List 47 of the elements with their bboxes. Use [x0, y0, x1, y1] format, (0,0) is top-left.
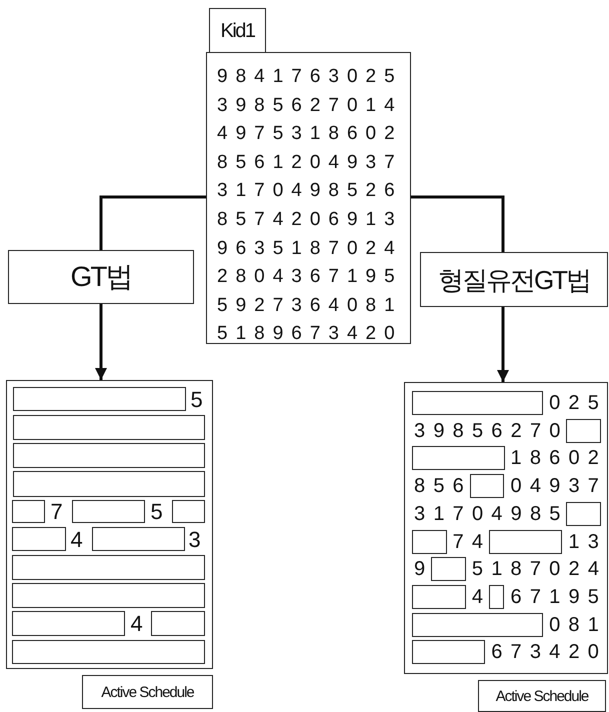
digit-group: 13 — [568, 532, 608, 552]
digit-row: 3170498526 — [217, 181, 403, 200]
digit-group: 18602 — [510, 448, 608, 468]
digit-group: 5187024 — [472, 559, 608, 580]
connector-line — [100, 196, 206, 250]
arrow — [95, 304, 107, 380]
method-label: GT법 — [70, 263, 132, 291]
digit-group: 31704985 — [414, 504, 569, 524]
digit-row: 4975318602 — [217, 124, 403, 144]
number-matrix — [206, 52, 411, 344]
tab-label: Kid1 — [220, 20, 255, 40]
digit-group: 4 — [472, 586, 492, 607]
digit-group: 74 — [452, 532, 492, 552]
tab-box — [209, 8, 266, 53]
digit-group: 4 — [130, 612, 143, 634]
digit-row: 8574206913 — [217, 210, 403, 229]
caption-box — [82, 675, 213, 709]
connector-line — [411, 196, 504, 252]
digit-group: 081 — [549, 614, 608, 635]
caption-text: Active Schedule — [101, 684, 194, 700]
arrow — [497, 307, 509, 382]
method-box — [8, 250, 194, 304]
digit-group: 67195 — [510, 586, 608, 607]
digit-row: 2804367195 — [217, 267, 403, 286]
caption-box — [478, 680, 606, 712]
digit-group: 7 — [50, 500, 63, 522]
schedule-panel — [404, 382, 608, 674]
digit-group: 04937 — [510, 476, 608, 496]
caption-text: Active Schedule — [496, 688, 588, 704]
digit-row: 9635187024 — [217, 238, 403, 258]
digit-group: 3 — [188, 528, 201, 550]
digit-group: 5 — [150, 500, 163, 522]
digit-group: 9 — [414, 559, 434, 580]
digit-row: 8561204937 — [217, 152, 403, 172]
method-box — [420, 252, 608, 307]
digit-group: 5 — [190, 388, 203, 410]
digit-group: 025 — [549, 393, 608, 413]
digit-row: 9841763025 — [217, 67, 403, 86]
digit-row: 5927364081 — [217, 296, 403, 315]
digit-row: 3985627014 — [217, 96, 403, 115]
method-label: 형질유전GT법 — [438, 266, 590, 292]
digit-group: 856 — [414, 476, 472, 496]
digit-group: 673420 — [491, 642, 608, 662]
digit-row: 5189673420 — [217, 324, 403, 344]
digit-group: 39856270 — [414, 420, 569, 441]
schedule-panel — [6, 380, 213, 669]
digit-group: 4 — [70, 528, 83, 550]
